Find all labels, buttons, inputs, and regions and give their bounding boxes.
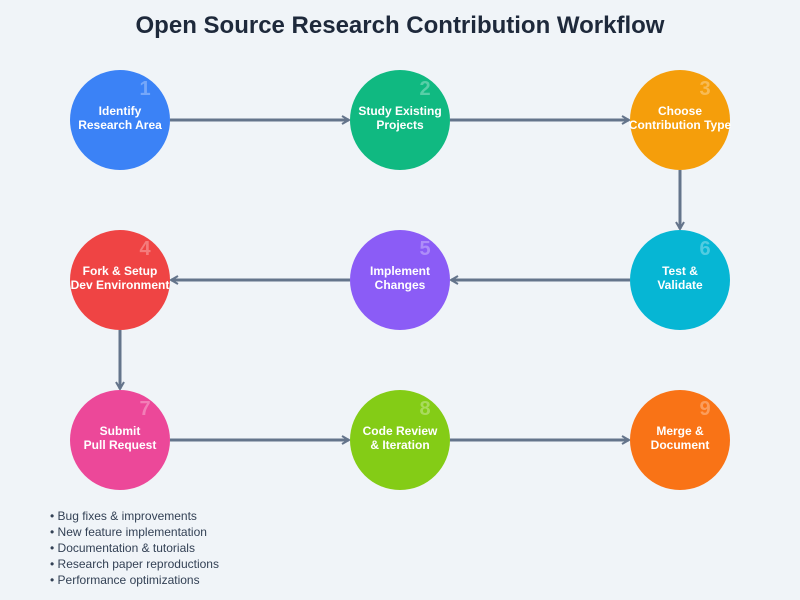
step-label-line: & Iteration: [370, 438, 429, 452]
step-number: 6: [699, 238, 710, 260]
step-circle: [70, 70, 170, 170]
step-number: 8: [419, 398, 430, 420]
step-label-line: Document: [651, 438, 710, 452]
contribution-type-item: • Research paper reproductions: [50, 557, 219, 571]
step-label-line: Test &: [662, 264, 698, 278]
step-circle: [350, 390, 450, 490]
step-circle: [630, 390, 730, 490]
contribution-type-item: • Bug fixes & improvements: [50, 509, 197, 523]
step-label-line: Contribution Type: [629, 118, 732, 132]
connections-layer: [120, 120, 680, 440]
diagram-title: Open Source Research Contribution Workfl…: [135, 12, 665, 39]
contribution-types-list: • Bug fixes & improvements • New feature…: [50, 508, 219, 588]
contribution-type-item: • New feature implementation: [50, 525, 207, 539]
step-number: 1: [139, 78, 150, 100]
step-label-line: Changes: [375, 278, 426, 292]
step-number: 7: [139, 398, 150, 420]
step-label-line: Projects: [376, 118, 424, 132]
step-circle: [630, 230, 730, 330]
step-label-line: Choose: [658, 104, 702, 118]
step-label-line: Submit: [100, 424, 141, 438]
step-label-line: Code Review: [363, 424, 438, 438]
contribution-type-item: • Performance optimizations: [50, 573, 200, 587]
step-label-line: Validate: [657, 278, 703, 292]
step-number: 4: [139, 238, 151, 260]
step-label-line: Pull Request: [84, 438, 157, 452]
step-circle: [70, 390, 170, 490]
step-label-line: Research Area: [78, 118, 162, 132]
step-number: 5: [419, 238, 430, 260]
step-number: 9: [699, 398, 710, 420]
step-number: 2: [419, 78, 430, 100]
step-label-line: Implement: [370, 264, 430, 278]
step-label-line: Study Existing: [358, 104, 441, 118]
step-label-line: Merge &: [656, 424, 704, 438]
step-circle: [630, 70, 730, 170]
step-circle: [350, 70, 450, 170]
step-circle: [70, 230, 170, 330]
step-label-line: Identify: [99, 104, 142, 118]
contribution-type-item: • Documentation & tutorials: [50, 541, 195, 555]
step-label-line: Dev Environment: [71, 278, 170, 292]
step-circle: [350, 230, 450, 330]
step-number: 3: [699, 78, 710, 100]
step-label-line: Fork & Setup: [83, 264, 158, 278]
